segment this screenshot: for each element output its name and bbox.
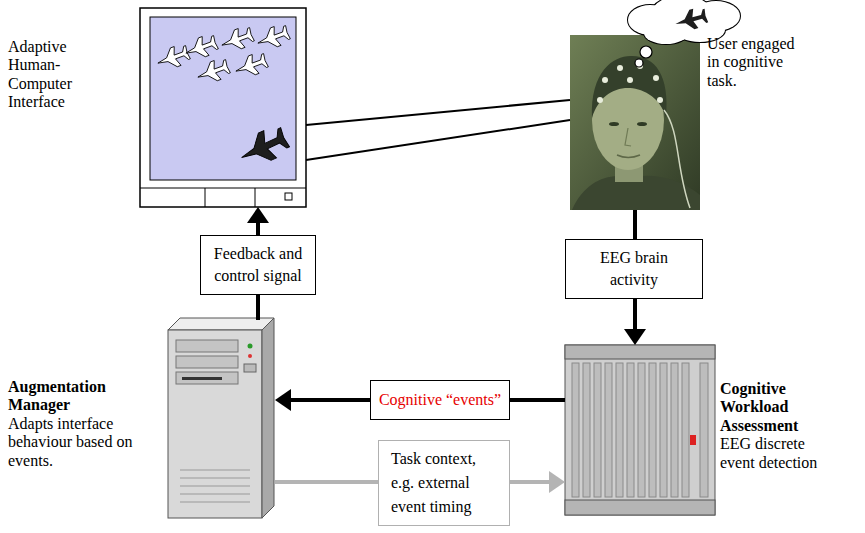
arrow-head [275, 389, 291, 411]
interface-node: Adaptive Human-Computer Interface [8, 8, 306, 207]
arrow-head [624, 329, 646, 345]
node-label: Adaptive Human-Computer Interface [8, 38, 103, 112]
connector-line [633, 210, 637, 239]
arrow-head [247, 207, 269, 223]
connector-line [256, 295, 260, 320]
event-box: Cognitive “events” [370, 380, 510, 421]
assessment-node: Cognitive Workload AssessmentEEG discret… [565, 345, 860, 515]
signal-box: Feedback and control signal [200, 235, 316, 294]
connector [247, 207, 269, 235]
connector [510, 471, 565, 493]
connector [275, 389, 370, 411]
computer-tower [168, 318, 274, 518]
connector [275, 482, 378, 483]
connector [635, 210, 636, 239]
box-text: EEG brain activity [578, 247, 690, 290]
connector [306, 100, 570, 125]
manager-node: Augmentation ManagerAdapts interface beh… [8, 320, 275, 520]
connector [624, 299, 646, 345]
node-heading: Cognitive Workload Assessment [720, 380, 838, 435]
connector-line [256, 221, 260, 235]
connector [510, 400, 565, 401]
user-node: User engaged in cognitive task. [570, 30, 860, 210]
connector-line [289, 398, 370, 402]
connector-line [510, 398, 565, 402]
connector [258, 295, 259, 320]
connector-line [510, 480, 551, 484]
connector-line [275, 480, 378, 484]
node-label: Adapts interface behaviour based on even… [8, 415, 156, 470]
node-label: User engaged in cognitive task. [707, 35, 807, 90]
box-text: Cognitive “events” [377, 390, 503, 411]
monitor-illustration [140, 8, 306, 207]
connector-line [306, 100, 570, 125]
connector-line [633, 299, 637, 331]
context-box: Task context, e.g. external event timing [378, 440, 510, 526]
box-text: Feedback and control signal [207, 243, 309, 286]
arrow-head [549, 471, 565, 493]
signal-box: EEG brain activity [565, 239, 703, 298]
node-heading: Augmentation Manager [8, 378, 156, 415]
connector [306, 120, 570, 160]
connector-line [306, 120, 570, 160]
box-text: Task context, e.g. external event timing [391, 447, 497, 519]
user-photo [570, 35, 700, 210]
node-label: EEG discrete event detection [720, 435, 838, 472]
rack-unit [565, 345, 715, 515]
